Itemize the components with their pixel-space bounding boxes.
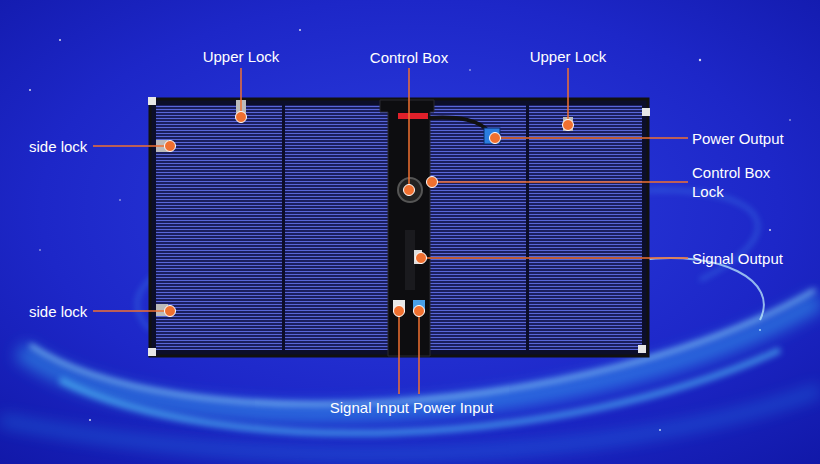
callout-label: Signal Output: [692, 249, 783, 268]
callout-dots: [165, 112, 574, 317]
callout-label: Upper Lock: [530, 47, 607, 66]
callout-label: Control Box: [370, 48, 448, 67]
callout-label: Power Input: [413, 398, 493, 417]
callout-label: Power Output: [692, 129, 784, 148]
stars: [29, 29, 791, 431]
callout-label: Signal Input: [330, 398, 409, 417]
callout-label: side lock: [29, 302, 87, 321]
callout-label: Control Box Lock: [692, 163, 792, 201]
leader-lines: [93, 68, 688, 394]
control-box: [380, 100, 500, 356]
callout-label: Upper Lock: [203, 47, 280, 66]
callout-label: side lock: [29, 137, 87, 156]
